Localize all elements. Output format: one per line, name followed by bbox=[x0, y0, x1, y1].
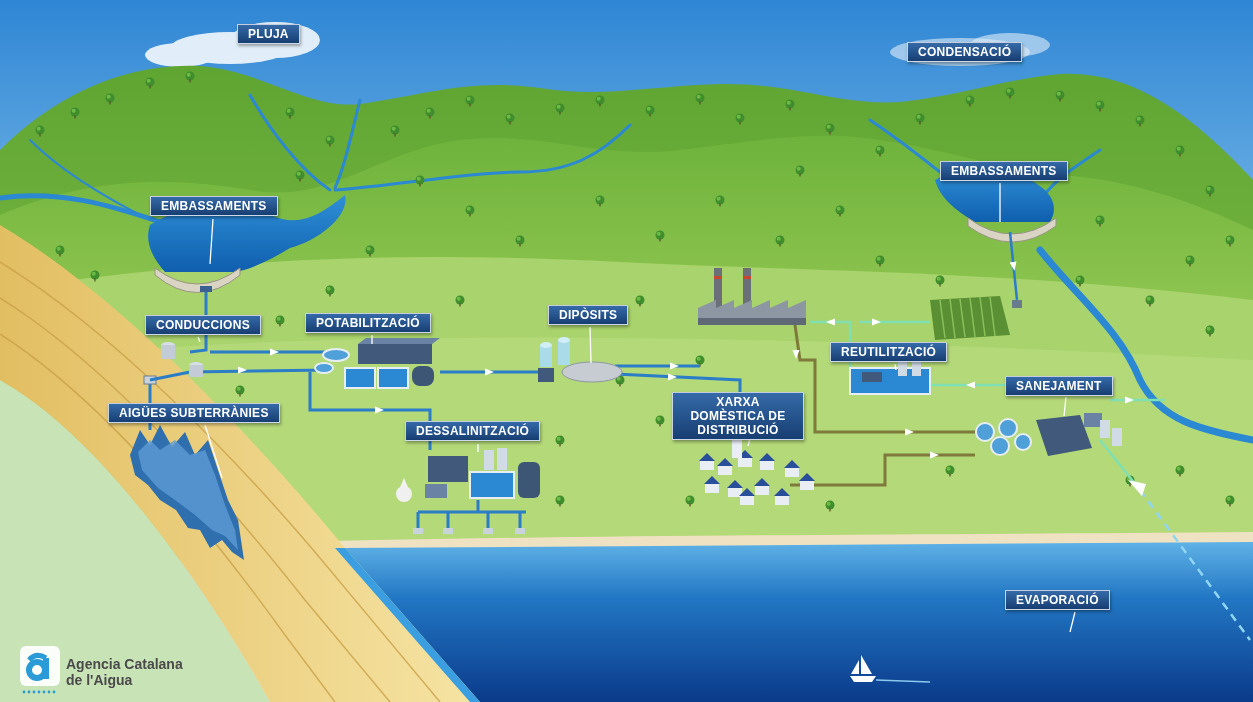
label-tag: EMBASSAMENTS bbox=[940, 161, 1068, 181]
label-tag: XARXA DOMÈSTICA DE DISTRIBUCIÓ bbox=[672, 392, 804, 440]
label-tag: DESSALINITZACIÓ bbox=[405, 421, 540, 441]
label-text: EMBASSAMENTS bbox=[161, 199, 267, 213]
label-text: POTABILITZACIÓ bbox=[316, 316, 420, 330]
label-text: CONDUCCIONS bbox=[156, 318, 250, 332]
label-tag: SANEJAMENT bbox=[1005, 376, 1113, 396]
label-text: REUTILITZACIÓ bbox=[841, 345, 936, 359]
label-tag: EMBASSAMENTS bbox=[150, 196, 278, 216]
label-tag: PLUJA bbox=[237, 24, 300, 44]
label-text: DESSALINITZACIÓ bbox=[416, 424, 529, 438]
logo-text: Agencia Catalana de l'Aigua bbox=[66, 656, 196, 688]
label-tag: AIGÜES SUBTERRÀNIES bbox=[108, 403, 280, 423]
label-tag: POTABILITZACIÓ bbox=[305, 313, 431, 333]
label-text: EMBASSAMENTS bbox=[951, 164, 1057, 178]
label-tag: REUTILITZACIÓ bbox=[830, 342, 947, 362]
label-text: EVAPORACIÓ bbox=[1016, 593, 1099, 607]
label-tag: EVAPORACIÓ bbox=[1005, 590, 1110, 610]
label-text: PLUJA bbox=[248, 27, 289, 41]
label-text: XARXA DOMÈSTICA DE DISTRIBUCIÓ bbox=[683, 395, 793, 437]
label-text: CONDENSACIÓ bbox=[918, 45, 1011, 59]
label-text: SANEJAMENT bbox=[1016, 379, 1102, 393]
label-tag: CONDUCCIONS bbox=[145, 315, 261, 335]
label-tag: DIPÒSITS bbox=[548, 305, 628, 325]
label-text: AIGÜES SUBTERRÀNIES bbox=[119, 406, 269, 420]
label-text: DIPÒSITS bbox=[559, 308, 617, 322]
label-tag: CONDENSACIÓ bbox=[907, 42, 1022, 62]
